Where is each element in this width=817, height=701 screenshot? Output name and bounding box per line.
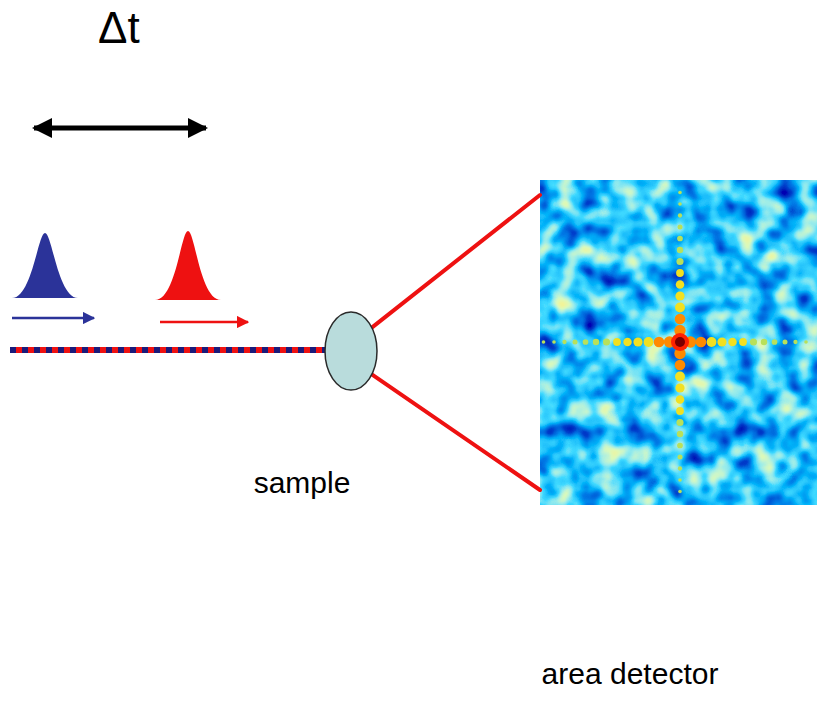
speckle-dot (583, 339, 589, 345)
sample-node: sample (230, 308, 380, 508)
speckle-dot (696, 337, 707, 348)
speckle-dot (804, 340, 808, 344)
speckle-dot (623, 338, 632, 347)
speckle-dot (675, 372, 685, 382)
speckle-dot (678, 455, 683, 460)
speckle-dot (675, 303, 685, 313)
speckle-dot (633, 337, 642, 346)
speckle-dot (761, 339, 767, 345)
speckle-dot (677, 443, 683, 449)
speckle-dot (678, 213, 682, 217)
speckle-dot (676, 258, 683, 265)
speckle-dot (739, 338, 747, 346)
speckle-dot (678, 466, 682, 470)
blue-direction-arrow (12, 317, 94, 320)
speckle-dot (728, 338, 737, 347)
speckle-dot (676, 407, 684, 415)
detector-node: area detector (540, 180, 817, 695)
speckle-dot (676, 280, 685, 289)
speckle-pattern (540, 180, 817, 505)
speckle-dot (717, 337, 726, 346)
speckle-dot (707, 337, 717, 347)
speckle-dot (750, 338, 757, 345)
speckle-dot (678, 202, 682, 206)
speckle-dot (677, 247, 683, 253)
speckle-dot (676, 419, 683, 426)
red-pulse (155, 231, 221, 300)
speckle-dot (676, 269, 684, 277)
speckle-dot (677, 431, 683, 437)
red-direction-arrow (160, 321, 248, 324)
speckle-dot (613, 338, 621, 346)
blue-pulse (12, 233, 78, 298)
scatter-cone (372, 195, 540, 490)
speckle-dot (678, 191, 682, 195)
speckle-dot (678, 478, 682, 482)
diffraction-cross (542, 191, 808, 494)
central-peak-core (675, 337, 685, 347)
speckle-dot (573, 340, 578, 345)
node-label: sample (254, 466, 351, 501)
speckle-dot (654, 337, 665, 348)
speckle-dot (677, 236, 683, 242)
sample-ellipse (323, 310, 379, 392)
speckle-dot (675, 383, 684, 392)
speckle-dot (678, 490, 682, 494)
speckle-dot (675, 291, 684, 300)
speckle-dot (593, 339, 599, 345)
speckle-dot (678, 225, 683, 230)
speckle-dot (644, 337, 654, 347)
speckle-dot (772, 339, 778, 345)
delay-arrow (34, 126, 206, 131)
central-peak (671, 333, 689, 351)
speckle-dot (675, 314, 686, 325)
speckle-dot (603, 338, 610, 345)
speckle-dot (552, 340, 556, 344)
node-label: area detector (542, 657, 719, 692)
speckle-dot (676, 395, 685, 404)
speckle-dot (675, 360, 686, 371)
beam-line (10, 347, 326, 353)
speckle-dot (562, 340, 566, 344)
speckle-dot (542, 340, 546, 344)
delay-label: Δt (98, 4, 140, 52)
speckle-dot (793, 340, 797, 344)
beam-line-dashes (10, 347, 326, 353)
speckle-dot (783, 340, 788, 345)
